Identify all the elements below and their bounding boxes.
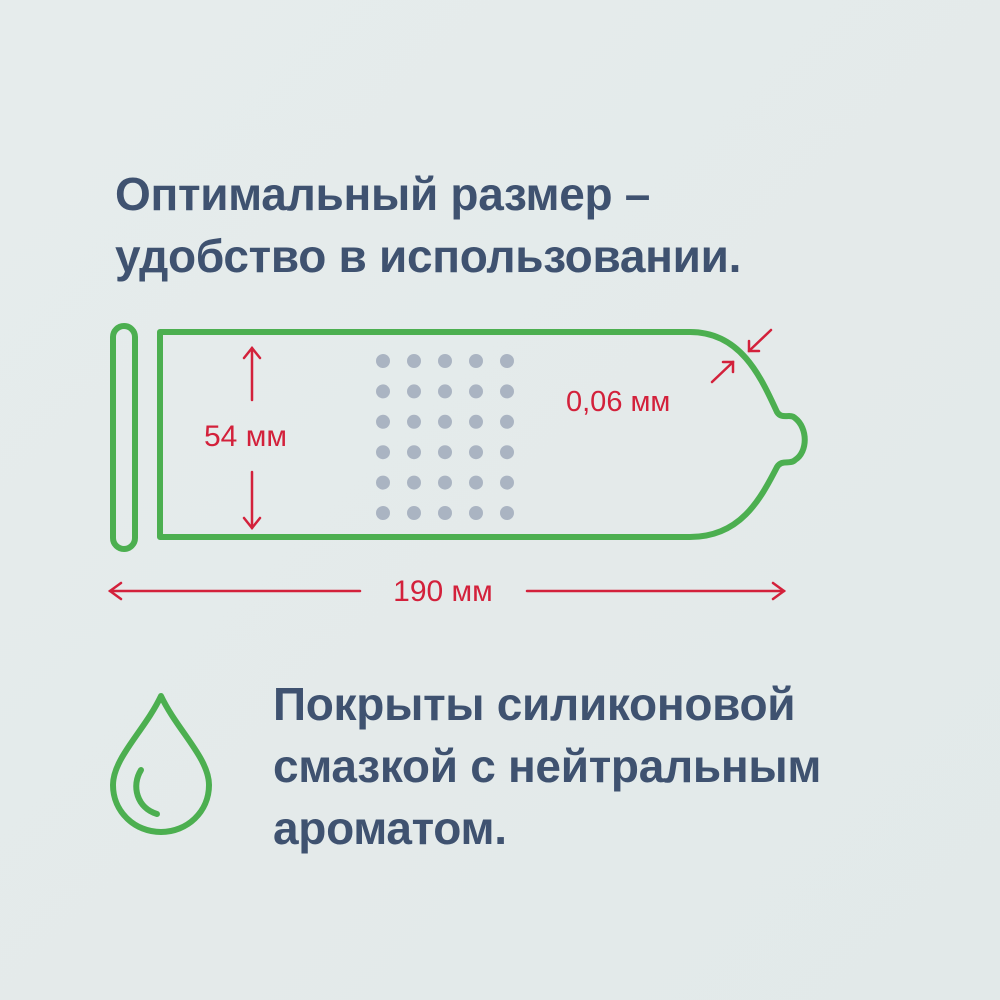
texture-dot <box>407 414 421 429</box>
texture-dot <box>438 354 452 368</box>
texture-dot <box>469 506 483 520</box>
texture-dot <box>407 384 421 399</box>
texture-dot <box>376 414 390 429</box>
headline: Оптимальный размер – удобство в использо… <box>115 163 741 287</box>
texture-dot <box>438 384 452 399</box>
texture-dot <box>500 445 514 460</box>
length-label: 190 мм <box>393 575 493 608</box>
ring-outline <box>110 323 138 552</box>
lubricant-line-2: смазкой с нейтральным <box>273 740 822 792</box>
texture-dot <box>438 506 452 520</box>
texture-dot <box>438 475 452 490</box>
width-arrow <box>242 345 262 531</box>
texture-dot <box>500 354 514 368</box>
texture-dot <box>376 475 390 490</box>
texture-dot <box>469 445 483 460</box>
texture-dot <box>500 475 514 490</box>
texture-dots <box>376 354 514 520</box>
texture-dot <box>500 506 514 520</box>
texture-dot <box>469 475 483 490</box>
texture-dot <box>438 414 452 429</box>
texture-dot <box>500 384 514 399</box>
texture-dot <box>438 445 452 460</box>
texture-dot <box>469 384 483 399</box>
texture-dot <box>407 445 421 460</box>
texture-dot <box>376 354 390 368</box>
thickness-label: 0,06 мм <box>566 386 670 418</box>
texture-dot <box>407 354 421 368</box>
texture-dot <box>469 414 483 429</box>
length-arrow <box>107 581 787 601</box>
texture-dot <box>376 506 390 520</box>
headline-line-1: Оптимальный размер – <box>115 168 651 220</box>
lubricant-line-3: ароматом. <box>273 802 507 854</box>
texture-dot <box>500 414 514 429</box>
headline-line-2: удобство в использовании. <box>115 230 742 282</box>
water-drop-icon <box>110 693 212 835</box>
texture-dot <box>376 445 390 460</box>
width-label: 54 мм <box>204 420 287 453</box>
texture-dot <box>407 475 421 490</box>
texture-dot <box>469 354 483 368</box>
thickness-arrows <box>710 328 773 384</box>
lubricant-description: Покрыты силиконовой смазкой с нейтральны… <box>273 673 821 859</box>
texture-dot <box>407 506 421 520</box>
texture-dot <box>376 384 390 399</box>
condom-outline <box>157 329 808 540</box>
lubricant-line-1: Покрыты силиконовой <box>273 678 796 730</box>
